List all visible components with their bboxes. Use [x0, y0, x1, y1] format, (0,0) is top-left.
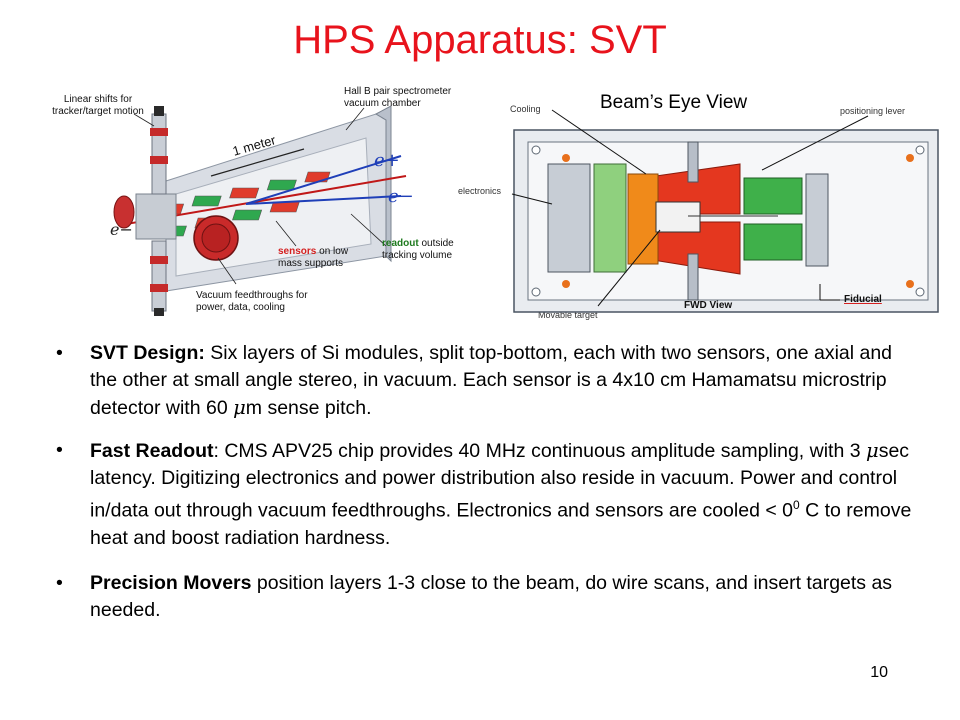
bullet-heading: SVT Design:	[90, 342, 205, 364]
fwd-view-label: FWD View	[684, 300, 733, 311]
electronics-label: electronics	[458, 186, 502, 196]
bullet-dot: •	[56, 439, 63, 461]
fiducial-label: Fiducial	[844, 294, 882, 305]
beams-eye-view-title: Beam’s Eye View	[600, 92, 748, 113]
hall-b-chamber-label: Hall B pair spectrometer vacuum chamber	[344, 86, 452, 109]
sensors-label: sensors on low mass supports	[278, 246, 368, 270]
bullet-precision-movers: • Precision Movers position layers 1-3 c…	[56, 570, 916, 624]
slide-title: HPS Apparatus: SVT	[293, 18, 667, 62]
sensors-word: sensors	[278, 246, 317, 257]
bullet-text: : CMS APV25 chip provides 40 MHz continu…	[213, 440, 867, 462]
e-beam-label: e−	[110, 220, 133, 239]
bullet-text: position layers 1-3 close to the beam, d…	[90, 571, 893, 621]
bullet-text: m sense pitch.	[245, 397, 372, 419]
e-minus-label: e−	[388, 186, 414, 207]
readout-label: readout outside tracking volume	[382, 238, 466, 262]
beams-eye-view-figure: Beam’s Eye View Cooling positioning leve…	[448, 84, 944, 322]
sensors-rest: on low mass supports	[278, 246, 349, 269]
readout-rest: outside tracking volume	[382, 238, 454, 261]
bullet-text: C to remove heat and boost radiation har…	[90, 499, 912, 549]
svt-cutaway-drawing	[113, 105, 407, 316]
bullet-dot: •	[56, 342, 63, 364]
linear-shifts-label: Linear shifts for tracker/target motion	[52, 94, 144, 117]
bullet-fast-readout: • Fast Readout: CMS APV25 chip provides …	[56, 437, 916, 552]
svt-cutaway-figure: Linear shifts for tracker/target motion …	[46, 86, 470, 318]
positioning-lever-label: positioning lever	[840, 106, 906, 116]
cooling-label: Cooling	[510, 104, 541, 114]
beams-eye-view-drawing	[511, 109, 939, 313]
bullet-svt-design: • SVT Design: Six layers of Si modules, …	[56, 340, 916, 422]
bullet-heading: Fast Readout	[90, 440, 214, 462]
bullet-dot: •	[56, 571, 63, 594]
bullet-list: • SVT Design: Six layers of Si modules, …	[56, 340, 916, 624]
mu-symbol: μ	[866, 439, 879, 462]
mu-symbol: μ	[233, 396, 246, 419]
superscript-zero: 0	[792, 498, 800, 512]
bullet-text: sec latency. Digitizing electronics and …	[90, 440, 910, 522]
feedthroughs-label: Vacuum feedthroughs for power, data, coo…	[196, 290, 308, 313]
bullet-text: Six layers of Si modules, split top-bott…	[90, 342, 893, 419]
bullet-heading: Precision Movers	[90, 571, 252, 594]
movable-target-label: Movable target	[538, 310, 598, 320]
page-number: 10	[870, 664, 888, 681]
e-plus-label: e+	[374, 150, 400, 171]
readout-word: readout	[382, 238, 419, 249]
